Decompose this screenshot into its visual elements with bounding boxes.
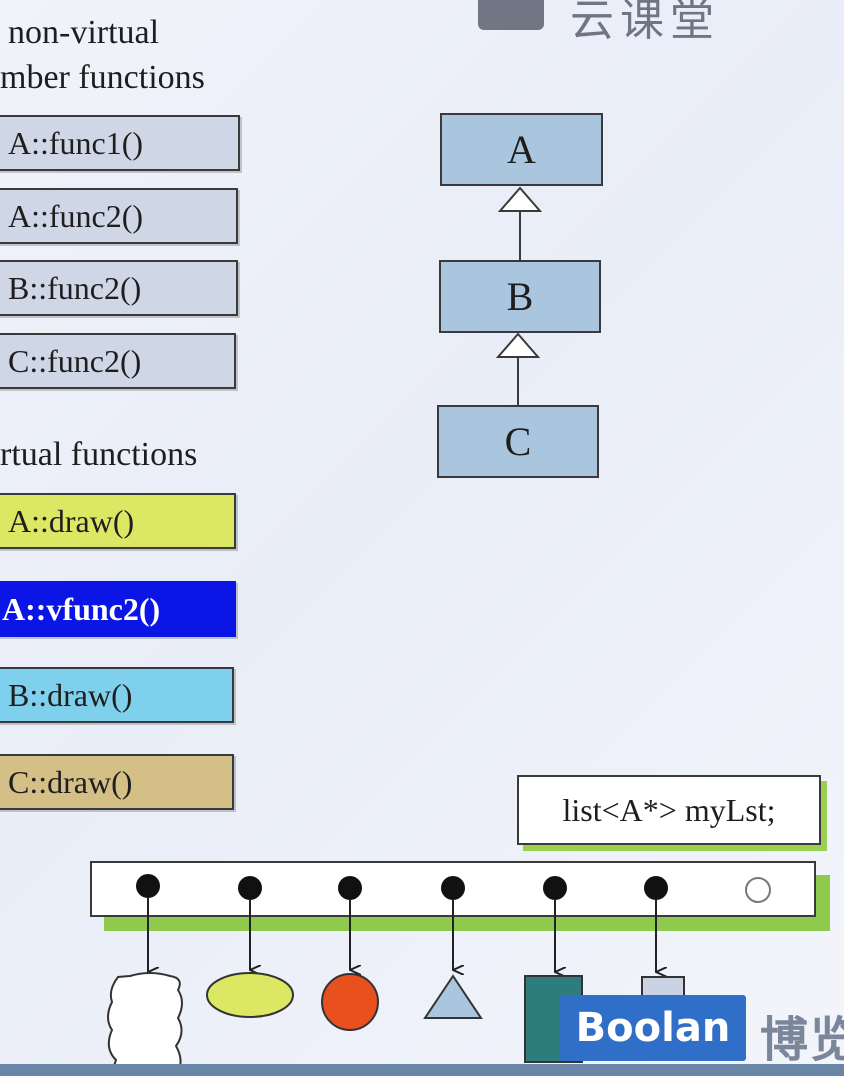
shape-triangle: [423, 974, 483, 1019]
pointer-dot-2: [238, 876, 262, 900]
heading-non-virtual: non-virtual: [8, 14, 160, 51]
func-box-c-func2: C::func2(): [0, 333, 236, 389]
vfunc-box-a-draw: A::draw(): [0, 493, 236, 549]
boolan-logo-cn: 博览: [760, 1012, 844, 1068]
shape-cloud: [107, 972, 183, 1073]
heading-virtual-functions: rtual functions: [0, 436, 198, 473]
list-declaration-box: list<A*> myLst;: [517, 775, 821, 845]
heading-member-functions: mber functions: [0, 59, 205, 96]
pointer-dot-3: [338, 876, 362, 900]
shape-ellipse: [206, 972, 294, 1018]
watermark-icon: [478, 0, 544, 30]
pointer-dot-5: [543, 876, 567, 900]
class-box-c: C: [437, 405, 599, 478]
func-box-a-func2: A::func2(): [0, 188, 238, 244]
shape-circle: [321, 973, 379, 1031]
watermark-text: 云课堂: [570, 0, 720, 46]
bottom-strip: [0, 1064, 844, 1076]
pointer-dot-1: [136, 874, 160, 898]
inheritance-arrowhead-a: [497, 186, 543, 212]
boolan-logo: Boolan: [560, 995, 746, 1061]
class-box-b: B: [439, 260, 601, 333]
empty-slot: [745, 877, 771, 903]
vfunc-box-a-vfunc2: A::vfunc2(): [0, 581, 236, 637]
class-box-a: A: [440, 113, 603, 186]
func-box-a-func1: A::func1(): [0, 115, 240, 171]
pointer-dot-6: [644, 876, 668, 900]
inheritance-arrowhead-b: [495, 332, 541, 358]
vfunc-box-b-draw: B::draw(): [0, 667, 234, 723]
func-box-b-func2: B::func2(): [0, 260, 238, 316]
vfunc-box-c-draw: C::draw(): [0, 754, 234, 810]
pointer-dot-4: [441, 876, 465, 900]
